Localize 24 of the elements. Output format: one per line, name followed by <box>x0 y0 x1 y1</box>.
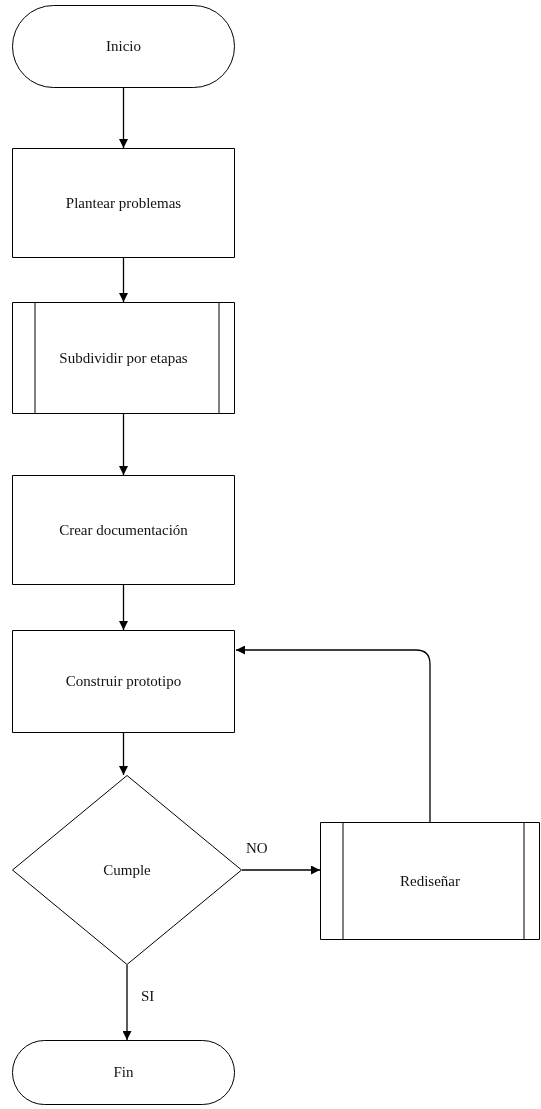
arrow <box>119 413 128 476</box>
process-label: Construir prototipo <box>64 672 183 692</box>
process-box <box>12 475 235 585</box>
arrow <box>119 87 128 149</box>
decision-diamond <box>12 775 242 965</box>
process-label: Plantear problemas <box>64 193 183 213</box>
predefined-process-box <box>12 302 235 414</box>
process-label: Subdividir por etapas <box>58 348 189 368</box>
arrow <box>119 584 128 631</box>
arrow <box>241 865 321 875</box>
arrow <box>235 645 431 823</box>
process-box <box>12 148 235 258</box>
arrow <box>122 964 132 1041</box>
terminal-label: Fin <box>112 1063 135 1083</box>
process-box <box>12 630 235 733</box>
process-label: Crear documentación <box>58 520 189 540</box>
process-label: Rediseñar <box>399 871 461 891</box>
arrow <box>119 732 128 776</box>
predefined-process-box <box>320 822 540 940</box>
terminal-label: Inicio <box>105 37 142 57</box>
decision-label: Cumple <box>102 860 152 880</box>
arrow <box>119 257 128 303</box>
terminator-shape <box>12 1040 235 1105</box>
terminator-shape <box>12 5 235 88</box>
